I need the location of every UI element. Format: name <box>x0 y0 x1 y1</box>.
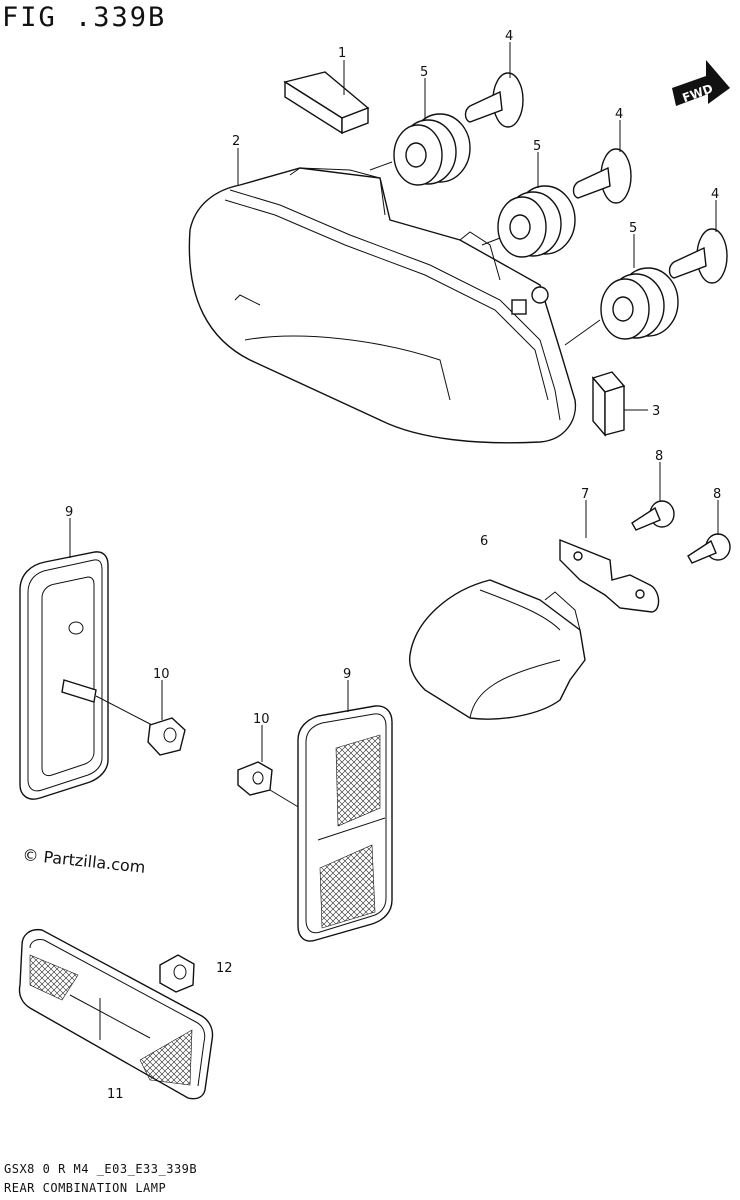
callout-12: 12 <box>216 961 233 976</box>
figure-code: GSX8 0 R M4 _E03_E33_339B <box>4 1162 198 1176</box>
watermark: © Partzilla.com <box>22 845 147 877</box>
callout-3: 3 <box>652 404 660 419</box>
part-5-grommet-middle <box>497 185 576 258</box>
callout-10-middle: 10 <box>253 712 270 727</box>
callout-4-middle: 4 <box>615 107 623 122</box>
part-4-rivet-bottom <box>668 228 728 284</box>
part-10-nut-middle <box>237 761 301 809</box>
callout-9-left: 9 <box>65 505 73 520</box>
part-5-grommet-top <box>393 113 471 186</box>
part-6-license-lamp <box>408 579 586 720</box>
callout-7: 7 <box>581 487 589 502</box>
callout-8-bottom: 8 <box>713 487 721 502</box>
callout-5-middle: 5 <box>533 139 541 154</box>
part-5-grommet-bottom <box>600 267 679 340</box>
callout-9-right: 9 <box>343 667 351 682</box>
callout-5-bottom: 5 <box>629 221 637 236</box>
callout-5-top: 5 <box>420 65 428 80</box>
callout-4-top: 4 <box>505 29 513 44</box>
callout-10-left: 10 <box>153 667 170 682</box>
part-11-reflector <box>18 928 214 1100</box>
callout-6: 6 <box>480 534 488 549</box>
callout-1: 1 <box>338 46 346 61</box>
figure-name: REAR COMBINATION LAMP <box>4 1181 167 1195</box>
part-4-rivet-middle <box>572 148 632 204</box>
callout-11: 11 <box>107 1087 124 1102</box>
part-12-nut <box>159 954 195 993</box>
part-2-tail-lamp-housing <box>188 167 577 444</box>
part-9-reflector-left <box>19 551 153 800</box>
part-8-screw-top <box>631 500 675 531</box>
part-4-rivet-top <box>464 72 524 128</box>
part-3-cushion <box>591 371 626 437</box>
figure-title: FIG .339B <box>2 2 167 33</box>
part-1-cushion <box>283 71 370 135</box>
part-8-screw-bottom <box>687 533 731 564</box>
callout-8-top: 8 <box>655 449 663 464</box>
part-9-reflector-right <box>297 705 393 942</box>
fwd-arrow-icon: FWD <box>672 60 730 106</box>
part-7-bracket <box>559 538 660 613</box>
callout-2: 2 <box>232 134 240 149</box>
callout-leaders <box>69 42 719 762</box>
part-10-nut-left <box>147 717 186 756</box>
callout-4-bottom: 4 <box>711 187 719 202</box>
